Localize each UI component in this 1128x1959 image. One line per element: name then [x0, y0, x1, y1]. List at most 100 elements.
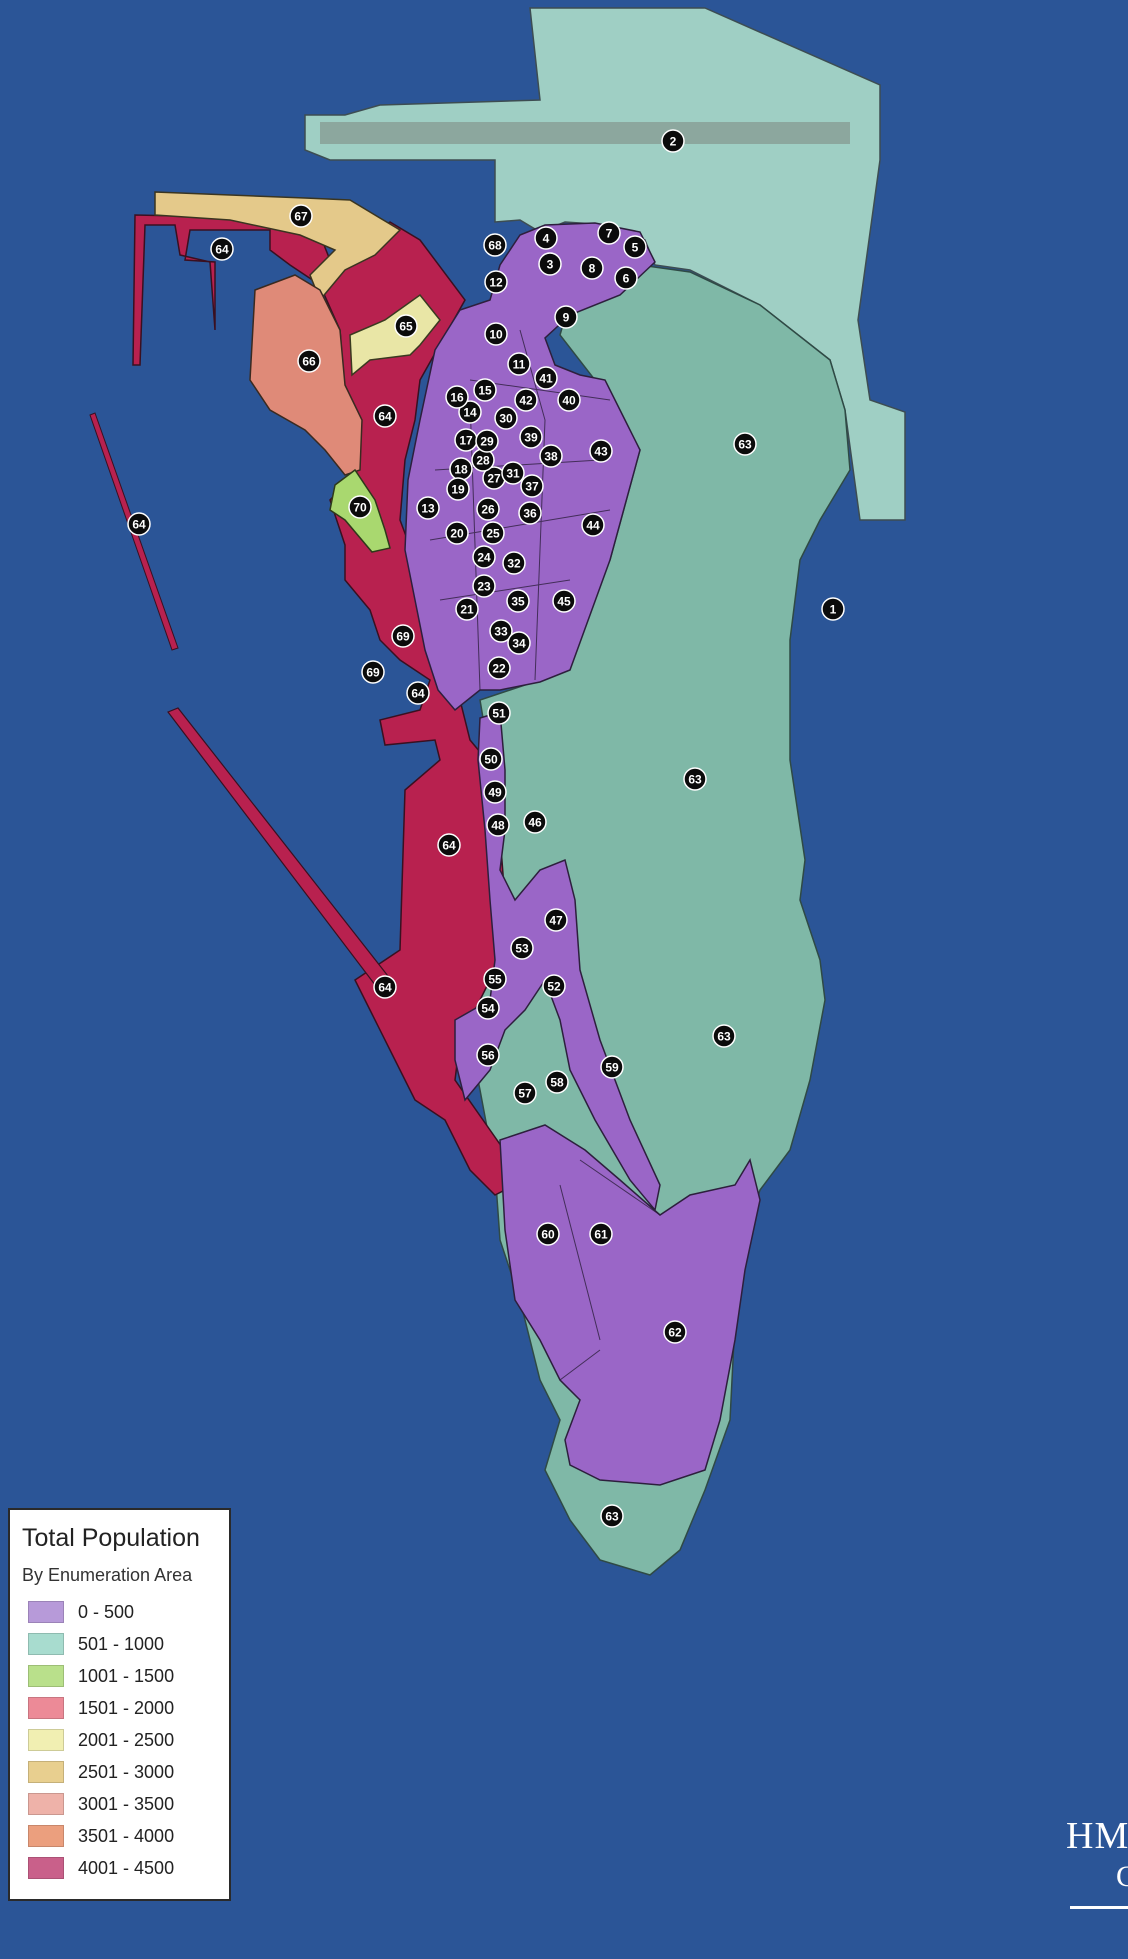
- area-marker-label: 54: [481, 1002, 495, 1016]
- area-marker-23[interactable]: 23: [472, 574, 496, 598]
- area-marker-34[interactable]: 34: [507, 631, 531, 655]
- area-marker-51[interactable]: 51: [487, 701, 511, 725]
- area-marker-10[interactable]: 10: [484, 322, 508, 346]
- area-marker-5[interactable]: 5: [623, 235, 647, 259]
- area-marker-37[interactable]: 37: [520, 474, 544, 498]
- publisher-logo-underline: [1070, 1906, 1128, 1909]
- area-marker-16[interactable]: 16: [445, 385, 469, 409]
- area-marker-25[interactable]: 25: [481, 521, 505, 545]
- area-marker-8[interactable]: 8: [580, 256, 604, 280]
- area-marker-64[interactable]: 64: [437, 833, 461, 857]
- area-marker-30[interactable]: 30: [494, 406, 518, 430]
- area-marker-20[interactable]: 20: [445, 521, 469, 545]
- area-marker-circle: [445, 385, 469, 409]
- area-marker-18[interactable]: 18: [449, 457, 473, 481]
- area-marker-28[interactable]: 28: [471, 448, 495, 472]
- area-marker-circle: [523, 810, 547, 834]
- area-marker-35[interactable]: 35: [506, 589, 530, 613]
- area-marker-22[interactable]: 22: [487, 656, 511, 680]
- area-marker-43[interactable]: 43: [589, 439, 613, 463]
- enumeration-area-markers: 1234567891011121314151617181920212223242…: [127, 129, 845, 1528]
- area-marker-15[interactable]: 15: [473, 378, 497, 402]
- area-marker-64[interactable]: 64: [127, 512, 151, 536]
- area-marker-64[interactable]: 64: [373, 975, 397, 999]
- area-marker-64[interactable]: 64: [210, 237, 234, 261]
- area-marker-label: 6: [623, 272, 630, 286]
- area-marker-68[interactable]: 68: [483, 233, 507, 257]
- area-marker-60[interactable]: 60: [536, 1222, 560, 1246]
- area-marker-circle: [545, 1070, 569, 1094]
- area-marker-12[interactable]: 12: [484, 270, 508, 294]
- area-marker-label: 31: [506, 467, 520, 481]
- area-marker-label: 65: [399, 320, 413, 334]
- area-marker-56[interactable]: 56: [476, 1043, 500, 1067]
- area-marker-62[interactable]: 62: [663, 1320, 687, 1344]
- publisher-logo-text: HM: [1066, 1815, 1128, 1857]
- area-marker-11[interactable]: 11: [507, 352, 531, 376]
- area-marker-42[interactable]: 42: [514, 388, 538, 412]
- area-marker-41[interactable]: 41: [534, 366, 558, 390]
- area-marker-circle: [391, 624, 415, 648]
- area-marker-54[interactable]: 54: [476, 996, 500, 1020]
- area-marker-67[interactable]: 67: [289, 204, 313, 228]
- area-marker-circle: [534, 226, 558, 250]
- area-marker-27[interactable]: 27: [482, 466, 506, 490]
- area-marker-19[interactable]: 19: [446, 477, 470, 501]
- area-marker-31[interactable]: 31: [501, 461, 525, 485]
- legend-item: 0 - 500: [20, 1596, 219, 1628]
- area-marker-38[interactable]: 38: [539, 444, 563, 468]
- area-marker-59[interactable]: 59: [600, 1055, 624, 1079]
- area-marker-24[interactable]: 24: [472, 545, 496, 569]
- area-marker-65[interactable]: 65: [394, 314, 418, 338]
- area-marker-circle: [373, 404, 397, 428]
- area-marker-69[interactable]: 69: [361, 660, 385, 684]
- area-marker-label: 28: [476, 454, 490, 468]
- area-marker-48[interactable]: 48: [486, 813, 510, 837]
- area-marker-1[interactable]: 1: [821, 597, 845, 621]
- area-marker-33[interactable]: 33: [489, 619, 513, 643]
- area-marker-label: 69: [366, 666, 380, 680]
- area-marker-45[interactable]: 45: [552, 589, 576, 613]
- area-marker-70[interactable]: 70: [348, 495, 372, 519]
- legend-swatch: [28, 1729, 64, 1751]
- area-marker-63[interactable]: 63: [683, 767, 707, 791]
- area-marker-7[interactable]: 7: [597, 221, 621, 245]
- area-marker-46[interactable]: 46: [523, 810, 547, 834]
- area-marker-29[interactable]: 29: [475, 429, 499, 453]
- area-marker-6[interactable]: 6: [614, 266, 638, 290]
- area-marker-47[interactable]: 47: [544, 908, 568, 932]
- area-marker-69[interactable]: 69: [391, 624, 415, 648]
- area-marker-14[interactable]: 14: [458, 400, 482, 424]
- legend-item: 4001 - 4500: [20, 1852, 219, 1884]
- legend-swatch: [28, 1601, 64, 1623]
- area-marker-53[interactable]: 53: [510, 936, 534, 960]
- area-marker-63[interactable]: 63: [733, 432, 757, 456]
- area-marker-57[interactable]: 57: [513, 1081, 537, 1105]
- area-marker-circle: [534, 366, 558, 390]
- area-marker-circle: [513, 1081, 537, 1105]
- area-marker-58[interactable]: 58: [545, 1070, 569, 1094]
- area-marker-4[interactable]: 4: [534, 226, 558, 250]
- area-marker-63[interactable]: 63: [600, 1504, 624, 1528]
- area-marker-66[interactable]: 66: [297, 349, 321, 373]
- area-marker-64[interactable]: 64: [406, 681, 430, 705]
- area-marker-64[interactable]: 64: [373, 404, 397, 428]
- area-marker-49[interactable]: 49: [483, 780, 507, 804]
- area-marker-17[interactable]: 17: [454, 428, 478, 452]
- area-marker-13[interactable]: 13: [416, 496, 440, 520]
- area-marker-63[interactable]: 63: [712, 1024, 736, 1048]
- area-marker-52[interactable]: 52: [542, 974, 566, 998]
- area-marker-26[interactable]: 26: [476, 497, 500, 521]
- area-marker-21[interactable]: 21: [455, 597, 479, 621]
- area-marker-55[interactable]: 55: [483, 967, 507, 991]
- area-marker-39[interactable]: 39: [519, 425, 543, 449]
- area-marker-3[interactable]: 3: [538, 252, 562, 276]
- area-marker-32[interactable]: 32: [502, 551, 526, 575]
- area-marker-40[interactable]: 40: [557, 388, 581, 412]
- area-marker-36[interactable]: 36: [518, 501, 542, 525]
- area-marker-50[interactable]: 50: [479, 747, 503, 771]
- area-marker-44[interactable]: 44: [581, 513, 605, 537]
- area-marker-61[interactable]: 61: [589, 1222, 613, 1246]
- area-marker-9[interactable]: 9: [554, 305, 578, 329]
- area-marker-2[interactable]: 2: [661, 129, 685, 153]
